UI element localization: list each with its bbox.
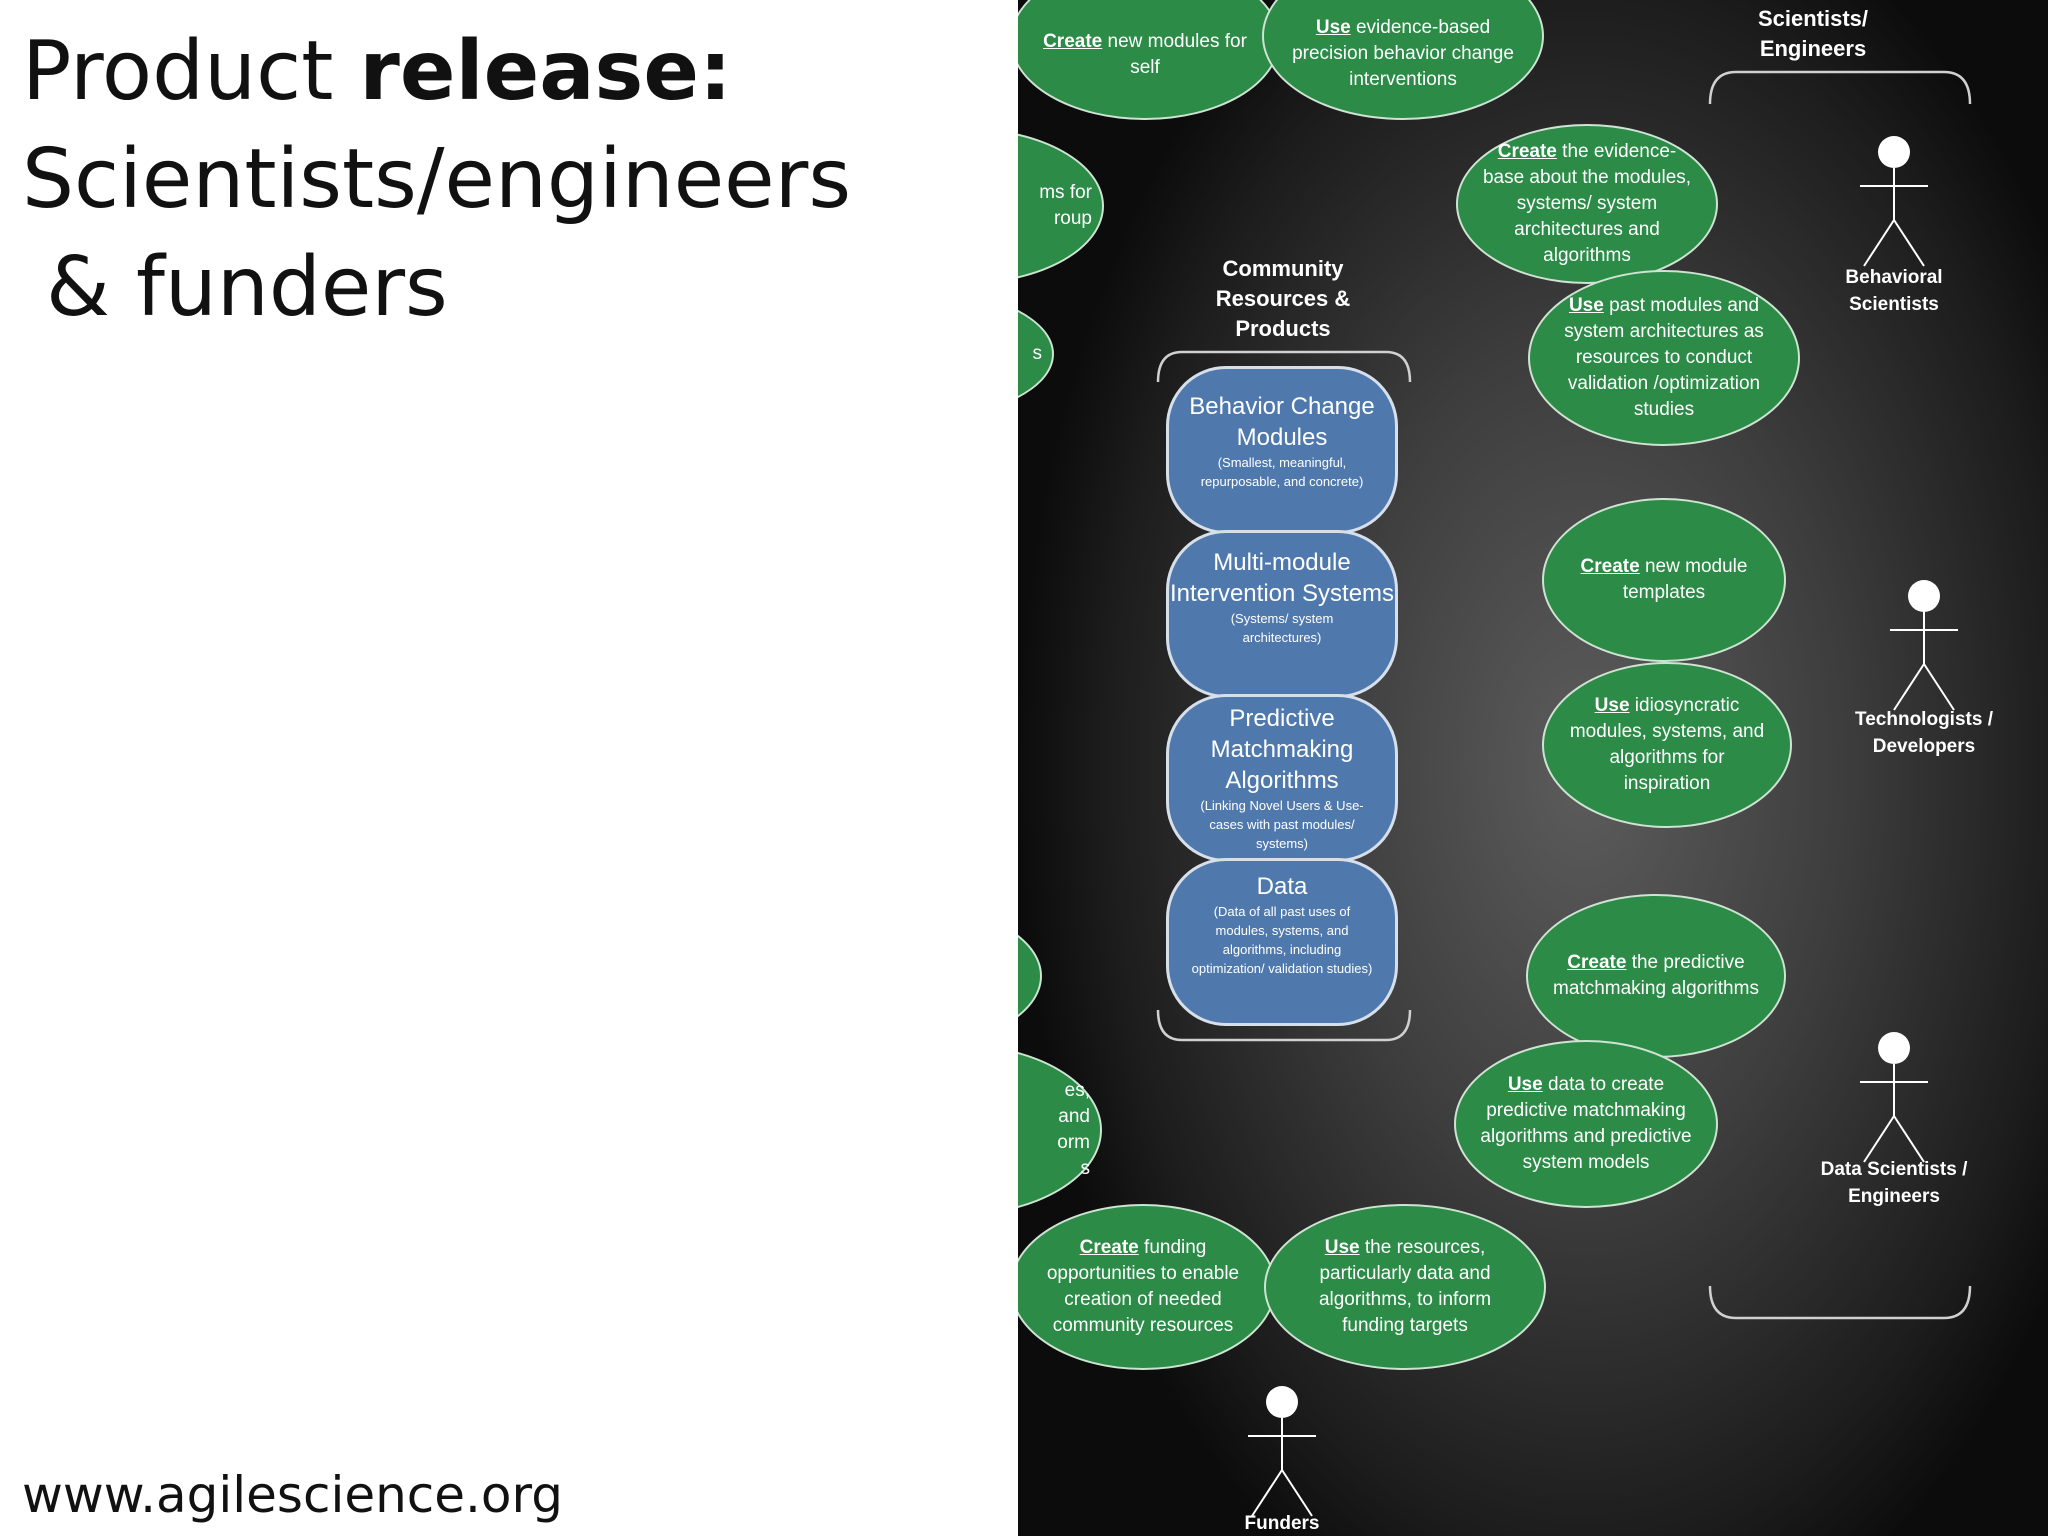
use-case-text: new module templates <box>1622 556 1748 603</box>
data-scientists-actor-icon <box>1860 1032 1928 1163</box>
funders-label: Funders <box>1244 1513 1320 1534</box>
community-heading: Community Resources & Products <box>1215 256 1351 341</box>
edge-fragment: s <box>1032 343 1043 364</box>
partial-use-case-3 <box>1018 906 1042 1046</box>
title-regular: Product <box>22 24 360 119</box>
use-case-use-past-modules: Use past modules and system architecture… <box>1528 270 1800 446</box>
partial-use-case-4: es, and orm s <box>1018 1044 1102 1216</box>
keyword-create: Create <box>1043 31 1103 52</box>
scientists-engineers-heading: Scientists/ Engineers <box>1757 6 1869 61</box>
group-bracket-top <box>1708 70 1972 105</box>
product-subtitle: (Linking Novel Users & Use-cases with pa… <box>1200 798 1364 851</box>
use-case-create-funding-opportunities: Create funding opportunities to enable c… <box>1018 1204 1276 1370</box>
use-case-text: past modules and system architectures as… <box>1564 295 1764 420</box>
use-case-create-evidence-base: Create the evidence-base about the modul… <box>1456 124 1718 284</box>
keyword-create: Create <box>1497 141 1557 162</box>
funders-actor-icon <box>1248 1386 1316 1517</box>
edge-fragment: orm <box>1057 1132 1090 1153</box>
keyword-use: Use <box>1507 1074 1543 1095</box>
product-subtitle: (Smallest, meaningful, repurposable, and… <box>1200 455 1364 489</box>
product-predictive-matchmaking: Predictive Matchmaking Algorithms (Linki… <box>1166 694 1398 862</box>
use-case-create-module-templates: Create new module templates <box>1542 498 1786 662</box>
product-title: Behavior Change Modules <box>1189 393 1375 451</box>
product-title: Multi-module Intervention Systems <box>1169 549 1395 607</box>
community-bracket-bottom <box>1156 1009 1412 1042</box>
keyword-use: Use <box>1594 695 1630 716</box>
product-subtitle: (Systems/ system architectures) <box>1230 611 1334 645</box>
behavioral-scientists-label: Behavioral Scientists <box>1845 267 1943 315</box>
slide-title: Product release: Scientists/engineers & … <box>22 18 851 342</box>
edge-fragment: es, <box>1064 1080 1090 1101</box>
use-case-text: evidence-based precision behavior change… <box>1292 17 1514 90</box>
partial-use-case-2: s <box>1018 290 1054 418</box>
use-case-create-modules-self: Create new modules for self <box>1018 0 1280 120</box>
behavioral-scientists-actor-icon <box>1860 136 1928 267</box>
keyword-use: Use <box>1568 295 1604 316</box>
group-bracket-bottom <box>1708 1285 1972 1320</box>
technologists-actor-icon <box>1890 580 1958 711</box>
product-subtitle: (Data of all past uses of modules, syste… <box>1191 904 1373 976</box>
partial-use-case-1: ms for roup <box>1018 128 1104 284</box>
use-case-use-resources-funding: Use the resources, particularly data and… <box>1264 1204 1546 1370</box>
edge-fragment: roup <box>1053 208 1092 229</box>
product-multi-module-systems: Multi-module Intervention Systems (Syste… <box>1166 530 1398 698</box>
keyword-create: Create <box>1567 952 1627 973</box>
technologists-label: Technologists / Developers <box>1855 709 1993 757</box>
keyword-use: Use <box>1324 1237 1360 1258</box>
use-case-use-data-predictive: Use data to create predictive matchmakin… <box>1454 1040 1718 1208</box>
product-title: Data <box>1256 873 1308 900</box>
data-scientists-label: Data Scientists / Engineers <box>1820 1159 1968 1207</box>
use-case-text: new modules for self <box>1102 31 1247 78</box>
title-line-3: & funders <box>46 240 448 335</box>
edge-fragment: and <box>1058 1106 1090 1127</box>
use-case-text: data to create predictive matchmaking al… <box>1480 1074 1692 1173</box>
keyword-use: Use <box>1315 17 1351 38</box>
keyword-create: Create <box>1079 1237 1139 1258</box>
product-title: Predictive Matchmaking Algorithms <box>1210 705 1354 794</box>
use-case-text: funding opportunities to enable creation… <box>1046 1237 1240 1336</box>
use-case-create-matchmaking-algorithms: Create the predictive matchmaking algori… <box>1526 894 1786 1058</box>
title-line-2: Scientists/engineers <box>22 132 852 227</box>
footer-url: www.agilescience.org <box>22 1466 563 1524</box>
use-case-text: the resources, particularly data and alg… <box>1318 1237 1492 1336</box>
community-products-stack: Behavior Change Modules (Smallest, meani… <box>1166 366 1398 1026</box>
keyword-create: Create <box>1580 556 1640 577</box>
use-case-text: the predictive matchmaking algorithms <box>1553 952 1759 999</box>
edge-fragment: s <box>1080 1158 1091 1179</box>
product-data: Data (Data of all past uses of modules, … <box>1166 858 1398 1026</box>
product-behavior-change-modules: Behavior Change Modules (Smallest, meani… <box>1166 366 1398 534</box>
title-bold: release: <box>359 24 732 119</box>
slide-text-area: Product release: Scientists/engineers & … <box>0 0 1018 1536</box>
edge-fragment: ms for <box>1039 182 1092 203</box>
use-case-diagram: Create new modules for self Use evidence… <box>1018 0 2048 1536</box>
use-case-use-precision-interventions: Use evidence-based precision behavior ch… <box>1262 0 1544 120</box>
use-case-use-idiosyncratic-modules: Use idiosyncratic modules, systems, and … <box>1542 662 1792 828</box>
community-bracket-top <box>1156 350 1412 383</box>
use-case-text: idiosyncratic modules, systems, and algo… <box>1569 695 1765 794</box>
use-case-text: the evidence-base about the modules, sys… <box>1482 141 1692 266</box>
